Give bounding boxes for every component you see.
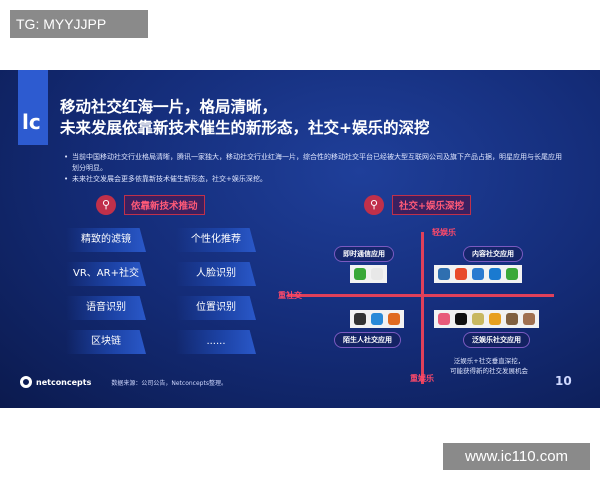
app-icon <box>388 313 400 325</box>
right-header: ⚲ 社交+娱乐深挖 <box>364 195 471 215</box>
quadrant-label: 内容社交应用 <box>463 246 523 262</box>
quadrant-label: 即时通信应用 <box>334 246 394 262</box>
tech-item: 精致的滤镜 <box>66 228 146 252</box>
app-icon <box>438 313 450 325</box>
tech-item: 语音识别 <box>66 296 146 320</box>
app-icon <box>455 313 467 325</box>
slide-title: 移动社交红海一片，格局清晰， 未来发展依靠新技术催生的新形态，社交+娱乐的深挖 <box>60 98 430 137</box>
source-note: 数据来源：公司公告，Netconcepts整理。 <box>111 379 227 387</box>
axis-label-bottom: 重娱乐 <box>410 374 434 383</box>
quadrant-label: 泛娱乐社交应用 <box>463 332 530 348</box>
app-icons-stranger <box>350 310 404 328</box>
page-number: 10 <box>555 374 572 388</box>
app-icon <box>455 268 467 280</box>
app-icon <box>354 268 366 280</box>
tech-item: 区块链 <box>66 330 146 354</box>
app-icon <box>371 268 383 280</box>
tech-item: VR、AR+社交 <box>66 262 146 286</box>
netconcepts-logo-icon <box>20 376 32 388</box>
magnifier-icon: ⚲ <box>364 195 384 215</box>
footer: netconcepts 数据来源：公司公告，Netconcepts整理。 <box>20 376 227 388</box>
magnifier-icon: ⚲ <box>96 195 116 215</box>
app-icon <box>472 313 484 325</box>
app-icons-content <box>434 265 522 283</box>
app-icons-entertainment <box>434 310 539 328</box>
app-icons-im <box>350 265 387 283</box>
bullet: 当前中国移动社交行业格局清晰，腾讯一家独大，移动社交行业红海一片，综合性的移动社… <box>64 152 564 174</box>
app-icon <box>506 268 518 280</box>
vertical-axis <box>421 232 424 384</box>
note: 泛娱乐+社交垂直深挖， 可能获得新的社交发展机会 <box>450 357 528 375</box>
app-icon <box>523 313 535 325</box>
app-icon <box>472 268 484 280</box>
app-icon <box>371 313 383 325</box>
tech-item: 个性化推荐 <box>176 228 256 252</box>
bullets: 当前中国移动社交行业格局清晰，腾讯一家独大，移动社交行业红海一片，综合性的移动社… <box>64 152 564 185</box>
watermark: www.ic110.com <box>443 443 590 470</box>
axis-label-top: 轻娱乐 <box>432 228 456 237</box>
tag-label: TG: MYYJJPP <box>10 10 148 38</box>
tech-item: 位置识别 <box>176 296 256 320</box>
logo: lc <box>18 70 48 145</box>
quadrant-label: 陌生人社交应用 <box>334 332 401 348</box>
app-icon <box>489 268 501 280</box>
slide: lc 移动社交红海一片，格局清晰， 未来发展依靠新技术催生的新形态，社交+娱乐的… <box>0 70 600 408</box>
app-icon <box>489 313 501 325</box>
tech-item: 人脸识别 <box>176 262 256 286</box>
app-icon <box>438 268 450 280</box>
left-header: ⚲ 依靠新技术推动 <box>96 195 205 215</box>
tech-item: ...... <box>176 330 256 354</box>
axis-label-left: 重社交 <box>278 291 302 300</box>
bullet: 未来社交发展会更多依靠新技术催生新形态，社交+娱乐深挖。 <box>64 174 564 185</box>
app-icon <box>354 313 366 325</box>
app-icon <box>506 313 518 325</box>
